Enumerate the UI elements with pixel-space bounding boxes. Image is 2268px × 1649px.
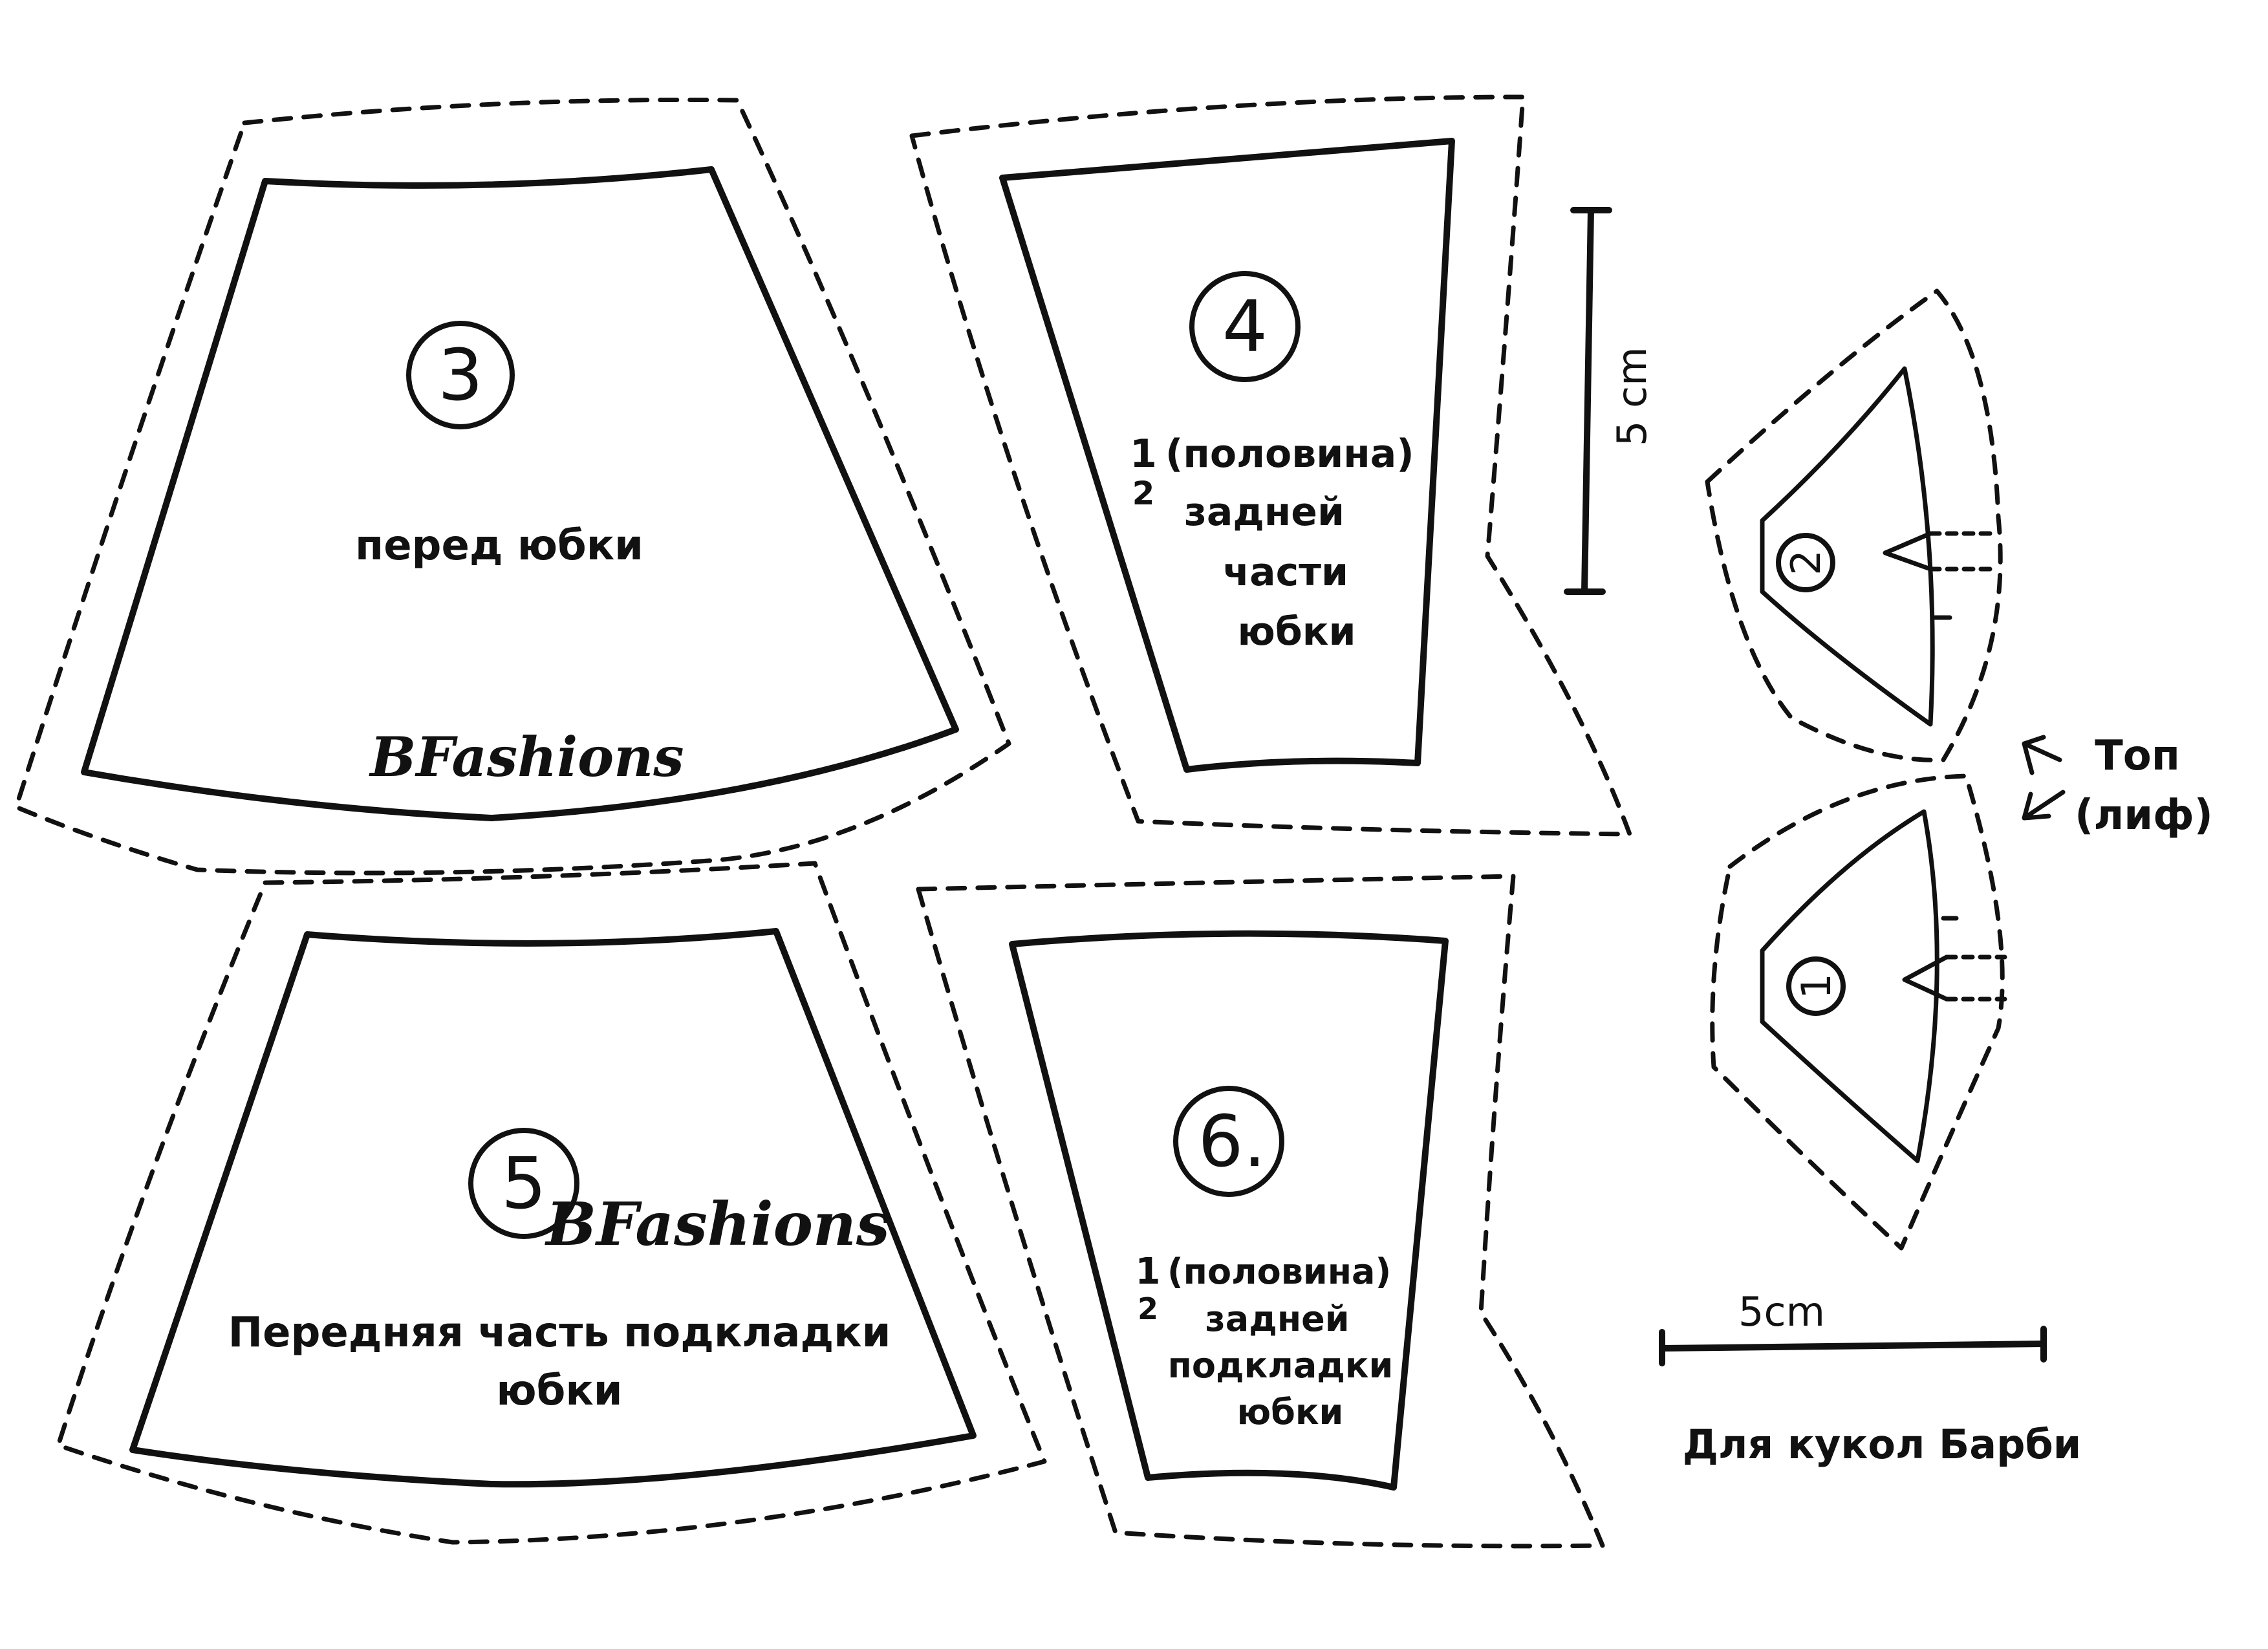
- piece-2-number-badge: [1776, 533, 1835, 592]
- piece-5-number: 5: [501, 1142, 546, 1225]
- piece-1-number: 1: [1793, 973, 1840, 998]
- top-arrow-lower-icon: [2022, 790, 2066, 821]
- piece-6-number-badge: [1173, 1086, 1284, 1197]
- top-label-line-2: (лиф): [2075, 792, 2213, 839]
- scale-bar-vertical-label: 5 cm: [1608, 347, 1656, 446]
- top-arrow-upper-icon: [2022, 735, 2062, 775]
- piece-4-sew-line: [999, 138, 1455, 773]
- piece-5-label-line-1: Передняя часть подкладки: [228, 1309, 891, 1357]
- piece-3-label: перед юбки: [355, 522, 643, 570]
- piece-3-cut-line: [14, 97, 1011, 876]
- piece-4-fraction-numerator: 1: [1130, 431, 1157, 477]
- piece-1-bodice: 1: [1710, 773, 2007, 1251]
- top-label-callout: Топ (лиф): [2022, 732, 2213, 839]
- piece-6-fraction-denominator: 2: [1138, 1291, 1158, 1326]
- piece-5-brand-logo: BFashions: [544, 1189, 889, 1259]
- piece-6-cut-line: [916, 874, 1605, 1549]
- piece-4-label-line-1: (половина): [1165, 431, 1414, 477]
- piece-2-dart: [1883, 531, 1933, 572]
- piece-1-number-badge: [1786, 956, 1846, 1016]
- piece-6-number: 6.: [1198, 1100, 1266, 1183]
- piece-3-brand-logo: BFashions: [369, 725, 684, 789]
- piece-4-label-line-4: юбки: [1238, 609, 1356, 654]
- top-label-line-1: Топ: [2095, 732, 2180, 780]
- piece-2-sew-line: [1760, 366, 1935, 727]
- piece-6-label-line-2: задней: [1205, 1299, 1349, 1339]
- piece-2-cut-line: [1705, 288, 2003, 762]
- piece-4-fraction-denominator: 2: [1132, 475, 1155, 512]
- piece-1-sew-line: [1760, 809, 1939, 1163]
- piece-5-number-badge: [468, 1128, 579, 1239]
- piece-5-sew-line: [129, 928, 977, 1488]
- piece-4-label-line-3: части: [1223, 550, 1348, 595]
- piece-6-label-line-4: юбки: [1237, 1392, 1344, 1432]
- piece-6-label-line-3: подкладки: [1168, 1345, 1394, 1386]
- piece-5-cut-line: [56, 861, 1047, 1545]
- piece-4-label-line-2: задней: [1184, 490, 1345, 535]
- piece-6-fraction-numerator: 1: [1136, 1251, 1161, 1293]
- piece-6-label-line-1: (половина): [1167, 1251, 1391, 1292]
- piece-3-number-badge: [406, 321, 515, 429]
- piece-4-cut-line: [909, 94, 1632, 837]
- footer-caption: Для кукол Барби: [1683, 1421, 2081, 1468]
- piece-6-sew-line: [1009, 930, 1449, 1491]
- piece-1-cut-line: [1710, 773, 2005, 1251]
- piece-4-number-badge: [1189, 271, 1301, 382]
- piece-3-skirt-front: 3 перед юбки BFashions: [14, 97, 1011, 876]
- piece-1-dart: [1902, 954, 1949, 1002]
- piece-5-label-line-2: юбки: [496, 1367, 622, 1415]
- piece-2-bodice: 2: [1705, 288, 2003, 762]
- scale-bar-vertical: 5 cm: [1564, 207, 1656, 595]
- piece-3-sew-line: [81, 166, 959, 821]
- piece-5-lining-front: 5 BFashions Передняя часть подкладки юбк…: [56, 861, 1047, 1545]
- piece-2-number: 2: [1782, 550, 1830, 575]
- piece-4-number: 4: [1222, 285, 1268, 368]
- piece-6-lining-back-half: 6. 1 2 (половина) задней подкладки юбки: [916, 874, 1605, 1549]
- scale-bar-horizontal: 5cm: [1659, 1288, 2047, 1366]
- scale-bar-horizontal-label: 5cm: [1738, 1288, 1825, 1335]
- piece-3-number: 3: [438, 334, 483, 416]
- piece-4-skirt-back-half: 4 1 2 (половина) задней части юбки: [909, 94, 1632, 837]
